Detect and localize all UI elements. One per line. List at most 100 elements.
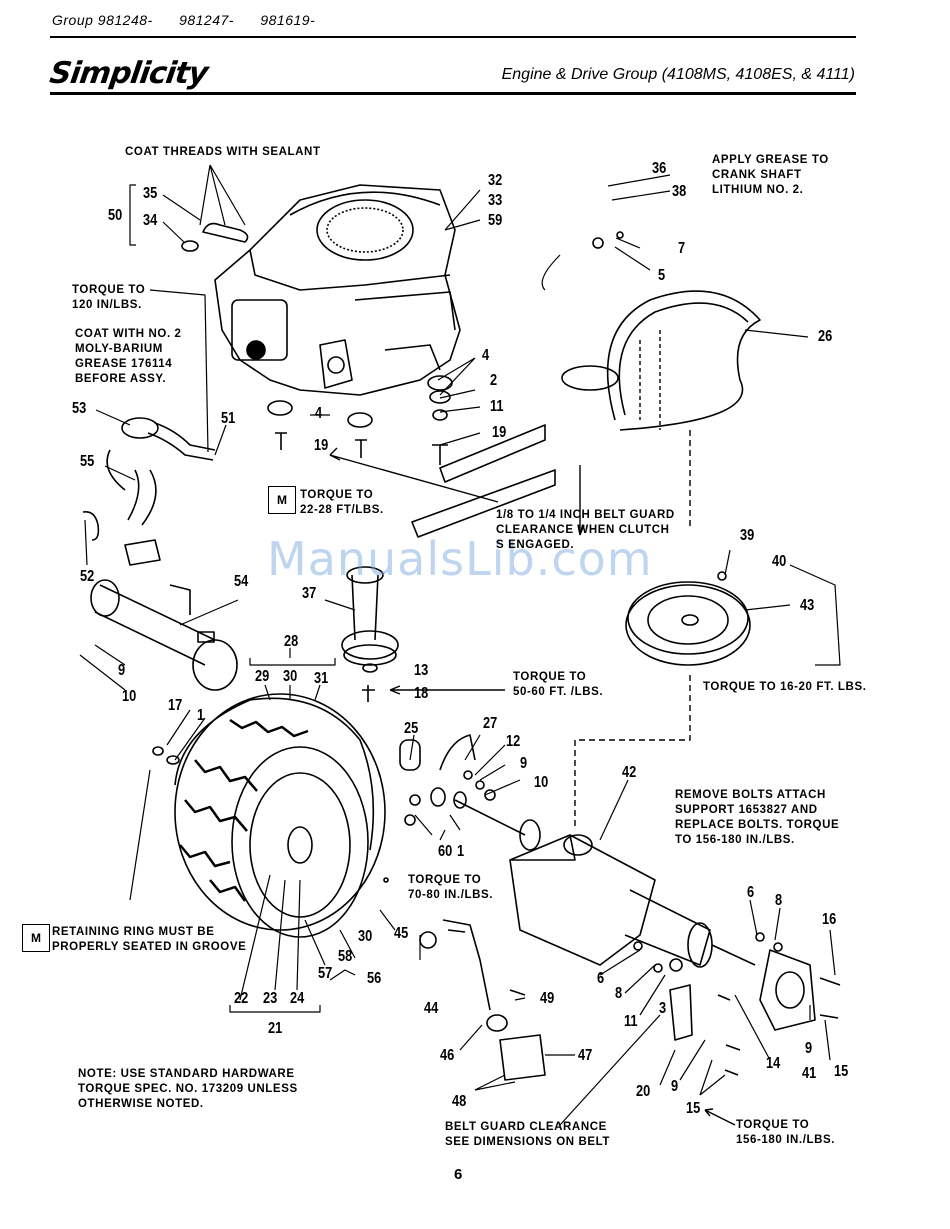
group-number-1: Group 981248- [52, 12, 153, 28]
callout-25: 25 [404, 720, 419, 737]
note-moly-4: BEFORE ASSY. [75, 373, 167, 385]
header-rule-bottom [50, 92, 856, 95]
note-torque-156-2: 156-180 IN./LBS. [736, 1134, 836, 1146]
note-moly-1: COAT WITH NO. 2 [75, 328, 182, 340]
callout-43: 43 [800, 597, 815, 614]
pulley-assembly [625, 571, 751, 666]
leader-lines [79, 164, 841, 1126]
callout-1a: 1 [197, 707, 205, 724]
note-standard-3: OTHERWISE NOTED. [78, 1098, 204, 1110]
callout-45: 45 [394, 925, 409, 942]
note-torque-16: TORQUE TO 16-20 FT. LBS. [703, 681, 867, 693]
transaxle [454, 799, 816, 1031]
callout-42: 42 [622, 764, 637, 781]
note-belt-guard-1: 1/8 TO 1/4 INCH BELT GUARD [496, 509, 675, 521]
callout-21: 21 [268, 1020, 283, 1037]
callout-22: 22 [234, 990, 249, 1007]
page-title: Engine & Drive Group (4108MS, 4108ES, & … [501, 66, 855, 83]
callout-54: 54 [234, 573, 249, 590]
callout-49: 49 [540, 990, 555, 1007]
callout-44: 44 [424, 1000, 439, 1017]
note-torque-50-2: 50-60 FT. /LBS. [513, 686, 604, 698]
m-badge-ring-icon: M [22, 924, 50, 952]
callout-27: 27 [483, 715, 498, 732]
callout-11a: 11 [490, 398, 504, 415]
callout-20: 20 [636, 1083, 651, 1100]
callout-4b: 4 [315, 405, 323, 422]
watermark: ManualsLib.com [267, 532, 653, 586]
callout-19a: 19 [314, 437, 329, 454]
m-badge-icon: M [268, 486, 296, 514]
callout-47: 47 [578, 1047, 593, 1064]
callout-46: 46 [440, 1047, 455, 1064]
callout-39: 39 [740, 527, 755, 544]
callout-34: 34 [143, 212, 158, 229]
note-torque-22-1: TORQUE TO [300, 489, 374, 501]
callout-36: 36 [652, 160, 667, 177]
callout-55: 55 [80, 453, 95, 470]
note-remove-4: TO 156-180 IN./LBS. [675, 834, 795, 846]
note-torque-50-1: TORQUE TO [513, 671, 587, 683]
callout-50: 50 [108, 207, 123, 224]
callout-17: 17 [168, 697, 183, 714]
note-torque-120-2: 120 IN/LBS. [72, 299, 142, 311]
callout-41: 41 [802, 1065, 817, 1082]
note-remove-2: SUPPORT 1653827 AND [675, 804, 818, 816]
engine-assembly [214, 184, 461, 396]
callout-56: 56 [367, 970, 382, 987]
callout-57: 57 [318, 965, 333, 982]
callout-59: 59 [488, 212, 503, 229]
callout-4a: 4 [482, 347, 490, 364]
note-ring-1: RETAINING RING MUST BE [52, 926, 215, 938]
callout-2: 2 [490, 372, 498, 389]
hardware-items [152, 222, 841, 1076]
callout-3: 3 [659, 1000, 667, 1017]
note-grease-3: LITHIUM NO. 2. [712, 184, 804, 196]
callout-8a: 8 [775, 892, 783, 909]
callout-10a: 10 [122, 688, 137, 705]
callout-15b: 15 [686, 1100, 701, 1117]
callout-14: 14 [766, 1055, 781, 1072]
callout-13: 13 [414, 662, 429, 679]
callout-6b: 6 [597, 970, 605, 987]
callout-11b: 11 [624, 1013, 638, 1030]
callout-26: 26 [818, 328, 833, 345]
note-moly-3: GREASE 176114 [75, 358, 173, 370]
callout-58: 58 [338, 948, 353, 965]
callout-52: 52 [80, 568, 95, 585]
callout-60: 60 [438, 843, 453, 860]
header-rule-top [50, 36, 856, 38]
note-torque-156-1: TORQUE TO [736, 1119, 810, 1131]
note-belt-guard-2: CLEARANCE WHEN CLUTCH [496, 524, 670, 536]
note-torque-22-2: 22-28 FT/LBS. [300, 504, 384, 516]
callout-24: 24 [290, 990, 305, 1007]
callout-32: 32 [488, 172, 503, 189]
callout-38: 38 [672, 183, 687, 200]
shift-lever [442, 919, 693, 1081]
callout-35: 35 [143, 185, 158, 202]
group-numbers: Group 981248- 981247- 981619- [52, 12, 337, 28]
callout-9c: 9 [805, 1040, 813, 1057]
exhaust-parts [82, 417, 238, 691]
callout-9d: 9 [671, 1078, 679, 1095]
note-standard-1: NOTE: USE STANDARD HARDWARE [78, 1068, 295, 1080]
callout-28: 28 [284, 633, 299, 650]
note-grease-2: CRANK SHAFT [712, 169, 802, 181]
torque-arrows [329, 330, 736, 1126]
callout-23: 23 [263, 990, 278, 1007]
note-remove-3: REPLACE BOLTS. TORQUE [675, 819, 840, 831]
callout-12: 12 [506, 733, 521, 750]
note-torque-120-1: TORQUE TO [72, 284, 146, 296]
callout-29: 29 [255, 668, 270, 685]
callout-9a: 9 [118, 662, 126, 679]
note-torque-70-2: 70-80 IN./LBS. [408, 889, 494, 901]
callout-9b: 9 [520, 755, 528, 772]
note-ring-2: PROPERLY SEATED IN GROOVE [52, 941, 247, 953]
group-number-2: 981247- [179, 12, 234, 28]
callout-7: 7 [678, 240, 686, 257]
callout-48: 48 [452, 1093, 467, 1110]
callout-1b: 1 [457, 843, 465, 860]
callout-5: 5 [658, 267, 666, 284]
callout-40: 40 [772, 553, 787, 570]
